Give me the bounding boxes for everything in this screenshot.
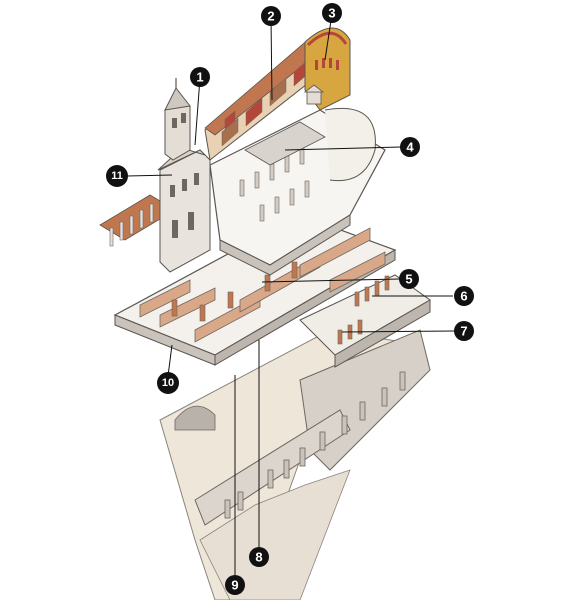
svg-text:8: 8 — [255, 550, 262, 565]
leader-4 — [284, 146, 402, 151]
altar-ciborium — [303, 84, 325, 105]
middle-level — [113, 214, 431, 368]
marker-1: 1 — [190, 67, 210, 87]
leader-7 — [341, 330, 455, 333]
svg-text:2: 2 — [267, 9, 274, 24]
marker-7: 7 — [454, 321, 474, 341]
svg-text:3: 3 — [328, 6, 335, 21]
svg-text:9: 9 — [231, 578, 238, 593]
facade-openings — [170, 173, 199, 238]
svg-text:11: 11 — [111, 170, 123, 182]
leader-5 — [261, 278, 401, 283]
leader-lines — [125, 13, 455, 575]
leader-11 — [125, 174, 173, 177]
lower-arch — [174, 405, 216, 431]
campanile-dome — [164, 87, 191, 111]
marker-2: 2 — [261, 6, 281, 26]
svg-text:7: 7 — [460, 324, 467, 339]
campanile-window — [172, 118, 177, 128]
middle-rooms-right-side — [334, 299, 431, 368]
marker-3: 3 — [322, 3, 342, 23]
marker-11: 11 — [106, 165, 128, 187]
right-apse-outline — [324, 107, 376, 182]
svg-text:6: 6 — [460, 289, 467, 304]
lower-wall-stubs — [224, 371, 406, 519]
upper-floor-edge — [219, 214, 351, 276]
marker-8: 8 — [249, 547, 269, 567]
upper-columns — [239, 147, 310, 222]
marker-10: 10 — [157, 372, 179, 394]
svg-text:5: 5 — [405, 272, 412, 287]
svg-text:4: 4 — [406, 140, 414, 155]
marker-9: 9 — [225, 575, 245, 595]
middle-columns — [171, 261, 298, 322]
facade-front — [159, 149, 211, 273]
svg-text:1: 1 — [196, 70, 203, 85]
portico-columns — [109, 203, 154, 247]
leader-10 — [167, 344, 173, 377]
leader-1 — [194, 77, 201, 146]
apse-figures — [315, 58, 339, 70]
lower-walls-strip — [194, 409, 351, 526]
schola-cantorum — [244, 121, 326, 166]
marker-4: 4 — [400, 137, 420, 157]
lower-excavation-level — [159, 329, 431, 600]
marker-6: 6 — [454, 286, 474, 306]
campanile-window-2 — [181, 113, 186, 123]
leader-2 — [270, 17, 273, 101]
marker-5: 5 — [399, 269, 419, 289]
upper-basilica — [204, 27, 386, 276]
svg-text:10: 10 — [162, 377, 174, 389]
excavation-rubble — [199, 469, 351, 600]
fresco-panels — [221, 57, 311, 147]
facade-and-campanile — [99, 78, 211, 273]
